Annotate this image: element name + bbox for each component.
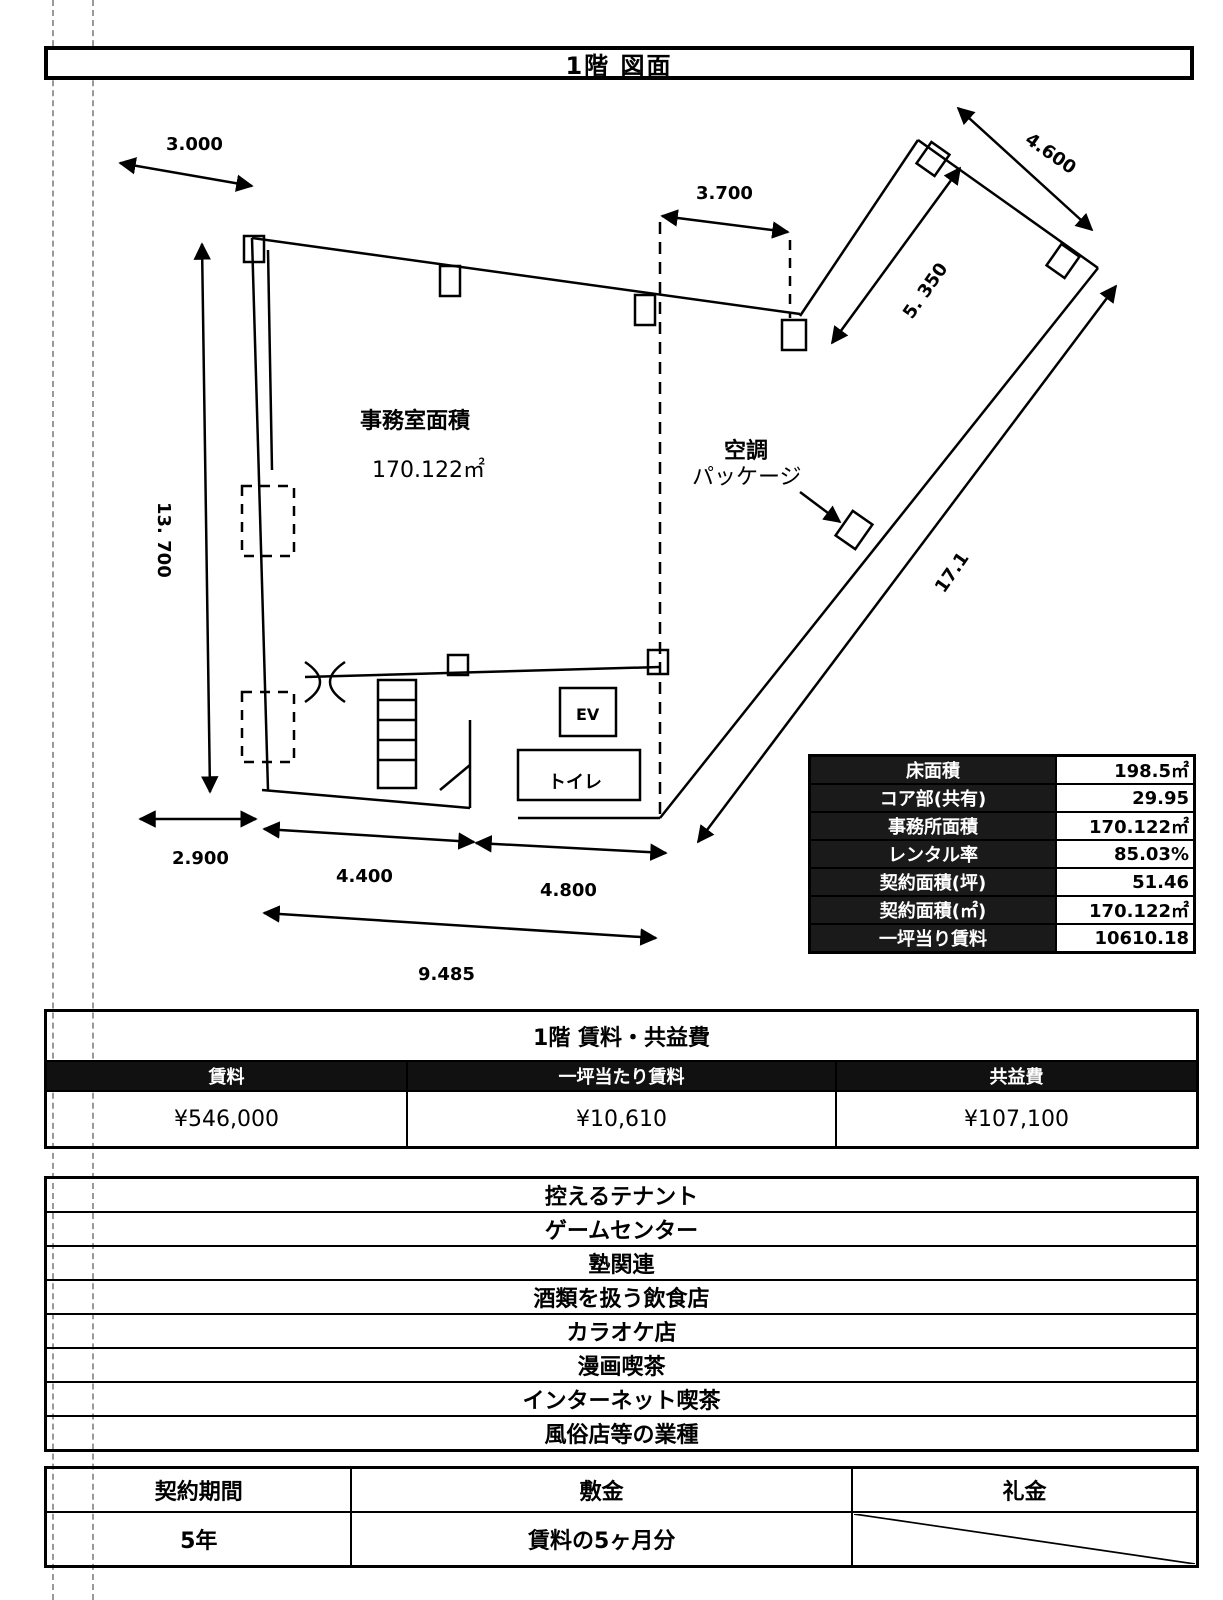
ac-unit [833,509,875,551]
page-guide-left [52,0,54,1600]
empty-slash [853,1514,1195,1564]
dim-top-left: 3.000 [166,134,223,155]
contract-header-term: 契約期間 [44,1466,353,1513]
floor-plan: 3.000 3.700 4.600 5. 350 17.1 13. 700 2.… [118,106,1118,985]
list-item: インターネット喫茶 [45,1382,1198,1417]
rent-value-common-fee: ¥107,100 [835,1090,1199,1149]
area-label: コア部(共有) [808,783,1057,813]
dim-left: 13. 700 [153,502,174,578]
wall-bottom [261,788,471,810]
stair [376,678,418,790]
room-label: 事務室面積 [360,408,471,434]
table-row: 契約面積(坪)51.46 [808,867,1196,897]
area-label: レンタル率 [808,839,1057,869]
wall-core-top [304,665,661,679]
column-6 [1044,242,1082,280]
rent-table: 1階 賃料・共益費 賃料 一坪当たり賃料 共益費 ¥546,000 ¥10,61… [44,1009,1199,1149]
toilet [516,748,642,802]
contract-table: 契約期間 敷金 礼金 5年 賃料の5ヶ月分 [44,1466,1199,1568]
rent-header-rent: 賃料 [44,1060,408,1092]
dim-arrow-top-right [956,106,1094,232]
area-value: 170.122㎡ [1054,811,1196,841]
list-item: ゲームセンター [45,1212,1198,1247]
area-value: 85.03% [1054,839,1196,869]
column-4 [780,318,808,352]
area-label: 契約面積(坪) [808,867,1057,897]
area-label: 床面積 [808,754,1057,785]
tenant-header: 控えるテナント [45,1177,1198,1213]
area-value: 10610.18 [1054,923,1196,954]
page-guide-left-2 [92,0,94,1600]
dim-arrow-bottom-total [262,905,658,946]
list-item: 漫画喫茶 [45,1348,1198,1383]
wall-top [251,236,801,316]
area-value: 198.5㎡ [1054,754,1196,785]
dim-bottom-left: 2.900 [172,848,229,869]
column-1 [242,234,266,264]
dim-arrow-top-mid [660,209,790,239]
contract-header-deposit: 敷金 [350,1466,853,1513]
ac-leader [799,491,842,524]
rent-caption: 1階 賃料・共益費 [44,1009,1199,1062]
dim-arrow-bottom-right [474,835,668,861]
door-swing [304,660,346,704]
rent-value-rent: ¥546,000 [44,1090,408,1149]
area-value: 170.122㎡ [1054,895,1196,925]
rent-value-per-tsubo: ¥10,610 [405,1090,838,1149]
page-title: 1階 図面 [44,46,1194,80]
column-7 [446,653,470,677]
wall-left-outer [250,237,270,791]
ev-label: EV [576,705,600,724]
ac-label-2: パッケージ [692,465,802,490]
door-upper [240,484,296,558]
list-item: カラオケ店 [45,1314,1198,1349]
dim-arrow-right-long [696,284,1118,844]
room-area: 170.122㎡ [372,457,485,483]
dim-bottom-total: 9.485 [418,964,475,985]
wall-left-inner [266,249,274,471]
ac-label-1: 空調 [724,438,768,464]
elevator [558,686,618,738]
list-item: 風俗店等の業種 [544,1423,699,1448]
rent-header-per-tsubo: 一坪当たり賃料 [405,1060,838,1092]
dim-bottom-right: 4.800 [540,880,597,901]
dim-arrow-bottom-mid [262,821,476,850]
list-item: 塾関連 [45,1246,1198,1281]
contract-value-deposit: 賃料の5ヶ月分 [350,1511,853,1568]
contract-header-key-money: 礼金 [850,1466,1199,1513]
area-label: 事務所面積 [808,811,1057,841]
wall-right-inner [798,139,920,317]
dim-arrow-right-inner [830,166,962,345]
dim-top-right: 4.600 [1021,129,1080,179]
contract-value-key-money [850,1511,1199,1568]
wall-right-diagonal [659,267,1099,819]
dim-arrow-left [193,242,219,794]
list-item: 酒類を扱う飲食店 [45,1280,1198,1315]
tenant-table: 控えるテナント ゲームセンター 塾関連 酒類を扱う飲食店 カラオケ店 漫画喫茶 … [44,1176,1199,1452]
dim-arrow-top-left [118,157,254,192]
dim-top-mid: 3.700 [696,183,753,204]
column-8 [646,648,670,676]
rent-header-common-fee: 共益費 [835,1060,1199,1092]
toilet-label: トイレ [548,772,602,793]
area-value: 29.95 [1054,783,1196,813]
dim-right-inner: 5. 350 [899,259,952,323]
area-label: 一坪当り賃料 [808,923,1057,954]
area-value: 51.46 [1054,867,1196,897]
table-row: コア部(共有)29.95 [808,783,1196,813]
column-2 [438,264,462,298]
dim-bottom-mid: 4.400 [336,866,393,887]
area-label: 契約面積(㎡) [808,895,1057,925]
column-3 [633,293,657,327]
door-lower [240,690,296,764]
contract-value-term: 5年 [44,1511,353,1568]
table-row: 契約面積(㎡)170.122㎡ [808,895,1196,925]
dim-right-long: 17.1 [931,548,974,596]
